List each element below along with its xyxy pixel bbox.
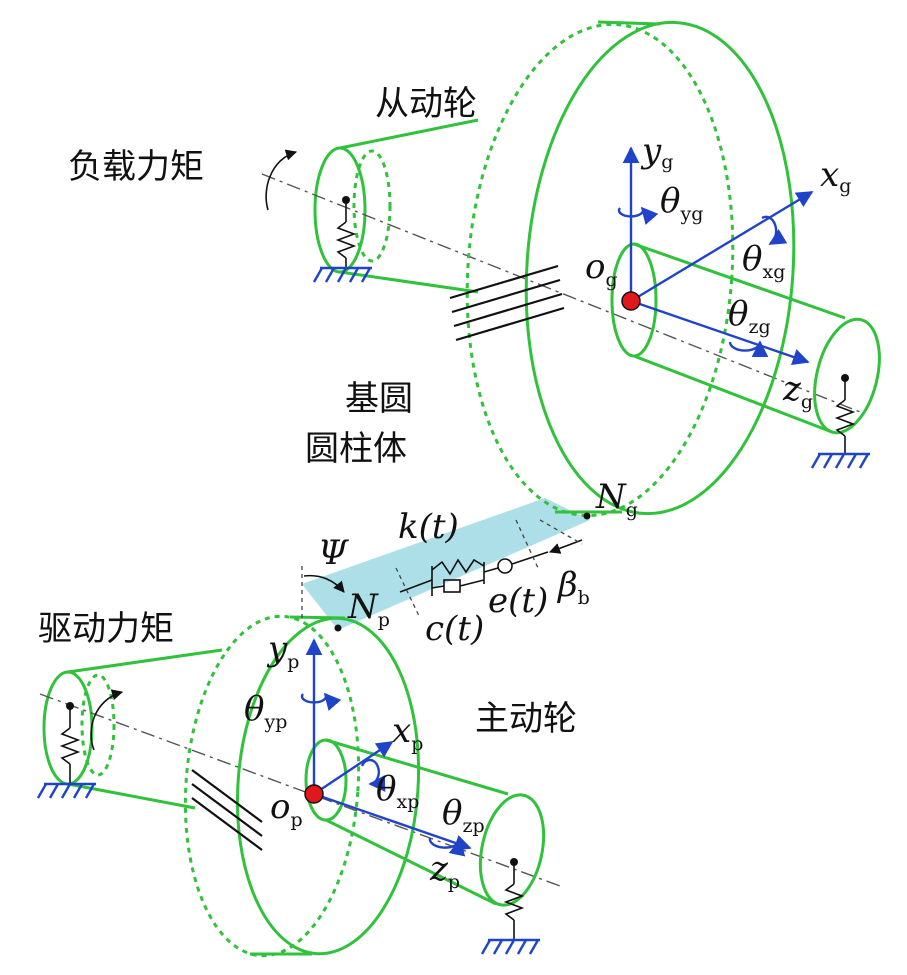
beta-b-symbol: βb [556, 565, 590, 609]
theta-zp-symbol: θzp [442, 793, 485, 837]
driven-gear-label: 从动轮 [375, 84, 477, 124]
theta-yg-symbol: θyg [660, 181, 703, 225]
ct-symbol: c(t) [425, 609, 484, 649]
xg-symbol: xg [820, 155, 851, 197]
psi-symbol: Ψ [318, 533, 349, 573]
driving-gear-center-point [304, 784, 324, 804]
xp-symbol: xp [392, 711, 423, 755]
driven-gear-right-shaft [610, 242, 881, 435]
theta-zg-symbol: θzg [728, 294, 771, 338]
drive-torque-label: 驱动力矩 [38, 609, 174, 649]
driven-gear-right-support [810, 374, 870, 469]
driven-gear-coordinate-axes [617, 146, 814, 366]
et-symbol: e(t) [488, 581, 548, 621]
op-symbol: op [270, 787, 303, 831]
yp-symbol: yp [266, 629, 299, 673]
theta-yp-symbol: θyp [244, 689, 287, 733]
driving-gear-right-shaft [304, 738, 546, 907]
theta-xg-symbol: θxg [742, 239, 785, 283]
driven-gear-left-support [312, 196, 372, 283]
driven-gear-center-point [621, 291, 641, 311]
base-cylinder-label-line2: 圆柱体 [305, 429, 407, 469]
driving-gear-teeth [191, 769, 263, 851]
yg-symbol: yg [640, 131, 673, 173]
load-torque-label: 负载力矩 [68, 147, 204, 187]
mesh-plane [302, 498, 590, 630]
theta-xp-symbol: θxp [376, 769, 419, 813]
driving-gear-axis [39, 693, 561, 887]
base-cylinder-label-line1: 基圆 [345, 379, 413, 419]
driving-gear-wheel [183, 614, 421, 958]
np-symbol: Np [347, 587, 390, 631]
driven-gear-left-shaft [313, 118, 479, 294]
driving-gear-coordinate-axes [300, 638, 472, 857]
zg-symbol: zg [782, 369, 813, 413]
drive-torque-arrow [90, 689, 124, 751]
zp-symbol: zp [429, 849, 460, 893]
og-symbol: og [585, 247, 618, 291]
driving-gear-right-support [480, 858, 540, 955]
ng-symbol: Ng [595, 477, 638, 521]
driving-gear-left-support [36, 702, 96, 799]
driving-gear-label: 主动轮 [475, 699, 577, 739]
kt-symbol: k(t) [398, 507, 459, 547]
mesh-element [301, 512, 591, 632]
driven-gear-teeth [449, 264, 565, 342]
load-torque-arrow [265, 149, 298, 211]
